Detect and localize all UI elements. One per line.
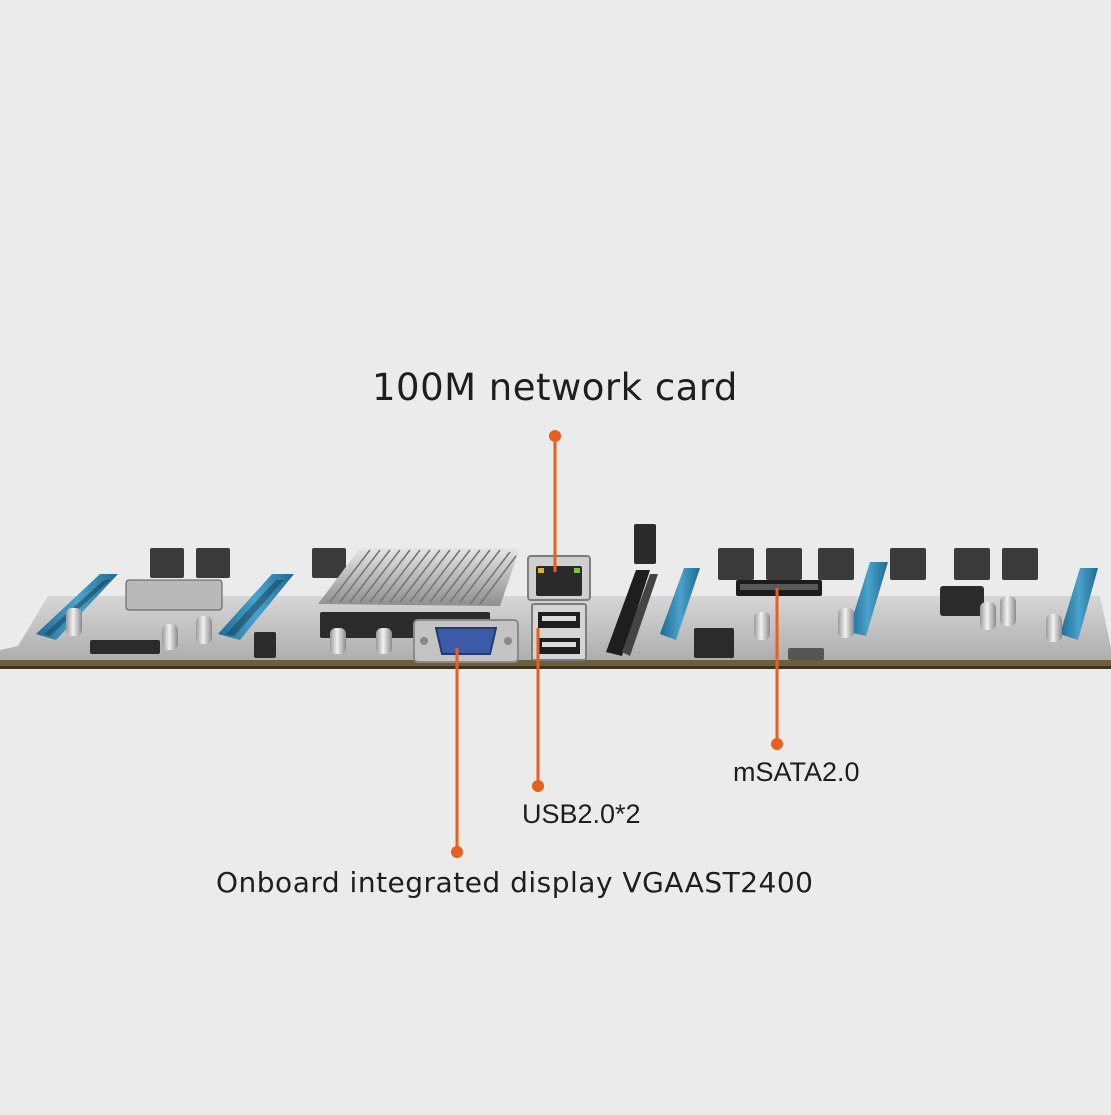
headers: [150, 524, 1038, 580]
capacitors: [66, 596, 1062, 654]
callout-vga: [451, 648, 463, 858]
vga-label: Onboard integrated display VGAAST2400: [216, 866, 814, 899]
callout-network: [549, 430, 561, 572]
usb-port-icon: [531, 603, 587, 661]
callout-msata: [771, 588, 783, 750]
msata-slot-icon: [736, 580, 822, 596]
rj45-port-icon: [527, 555, 591, 601]
network-card-label: 100M network card: [372, 366, 738, 409]
callout-usb: [532, 628, 544, 792]
chips: [90, 579, 984, 660]
msata-label: mSATA2.0: [733, 757, 860, 787]
dimm-slot: [606, 570, 658, 656]
pcie-slots: [36, 562, 1098, 640]
usb-label: USB2.0*2: [522, 799, 641, 829]
heatsink-icon: [318, 548, 520, 606]
vga-port-icon: [413, 619, 519, 663]
